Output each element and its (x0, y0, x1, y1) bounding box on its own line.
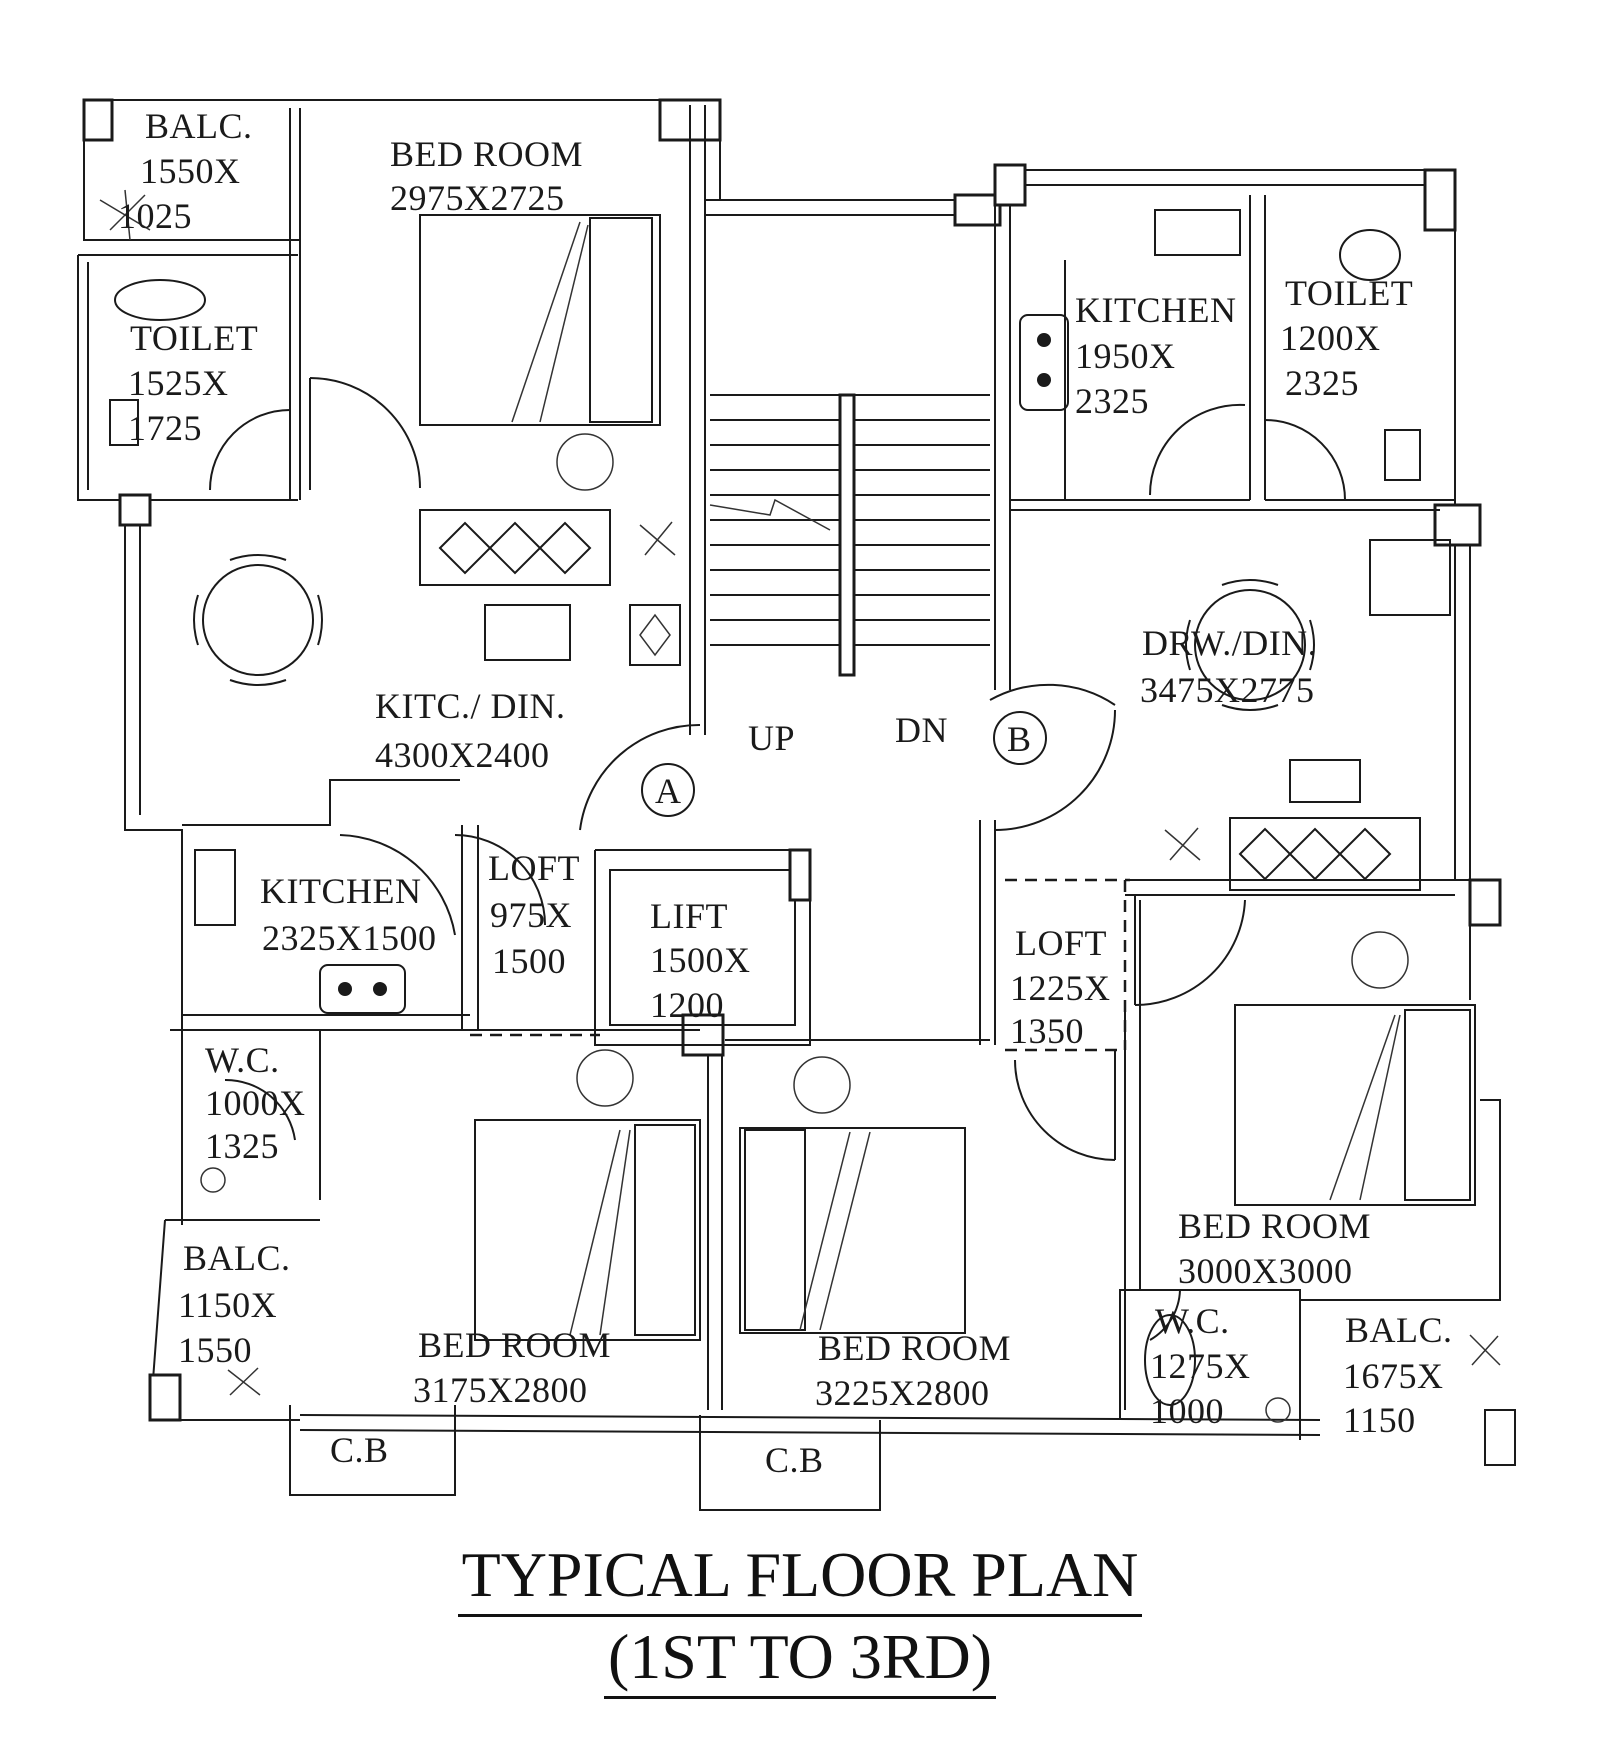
toilet-right-dim1: 1200X (1280, 318, 1381, 358)
lofts (470, 878, 1130, 1052)
stair-up-label: UP (748, 718, 795, 758)
balc-top-left-dim1: 1550X (140, 151, 241, 191)
bedroom-bottom-left-dims: 3175X2800 (413, 1370, 588, 1410)
bedroom-top-name: BED ROOM (390, 134, 583, 174)
kitchen-right-name: KITCHEN (1075, 290, 1236, 330)
kitchen-right-dim2: 2325 (1075, 381, 1149, 421)
wc-left-dim1: 1000X (205, 1083, 306, 1123)
toilet-left-dim2: 1725 (128, 408, 202, 448)
balc-top-left-dim2: 1025 (118, 196, 192, 236)
wc-right-dim1: 1275X (1150, 1346, 1251, 1386)
balc-bottom-right-dim1: 1675X (1343, 1356, 1444, 1396)
plan-subtitle: (1ST TO 3RD) (0, 1620, 1600, 1699)
toilet-right-name: TOILET (1285, 273, 1413, 313)
balc-bottom-left-dim2: 1550 (178, 1330, 252, 1370)
drw-din-name: DRW./DIN. (1142, 623, 1317, 663)
loft-right-name: LOFT (1015, 923, 1107, 963)
toilet-left-name: TOILET (130, 318, 258, 358)
lift-dim2: 1200 (650, 985, 724, 1025)
lift-dim1: 1500X (650, 940, 751, 980)
kitchen-right-dim1: 1950X (1075, 336, 1176, 376)
toilet-left-dim1: 1525X (128, 363, 229, 403)
plan-title-text: TYPICAL FLOOR PLAN (457, 1538, 1143, 1617)
wc-left-name: W.C. (205, 1040, 280, 1080)
lift-shaft (594, 848, 812, 1046)
bedroom-bottom-mid-dims: 3225X2800 (815, 1373, 990, 1413)
room-labels: BALC. 1550X 1025 BED ROOM 2975X2725 TOIL… (118, 106, 1453, 1480)
balc-bottom-right-name: BALC. (1345, 1310, 1453, 1350)
staircase (709, 393, 990, 677)
loft-left-dim1: 975X (490, 895, 572, 935)
wc-right-dim2: 1000 (1150, 1391, 1224, 1431)
balc-top-left-name: BALC. (145, 106, 253, 146)
marker-b: B (1007, 719, 1031, 759)
doors (209, 377, 1346, 1341)
loft-left-name: LOFT (488, 848, 580, 888)
balc-bottom-right-dim2: 1150 (1343, 1400, 1416, 1440)
drw-din-dims: 3475X2775 (1140, 670, 1315, 710)
bedroom-bottom-mid-name: BED ROOM (818, 1328, 1011, 1368)
kitchen-left-dims: 2325X1500 (262, 918, 437, 958)
bedroom-top-dims: 2975X2725 (390, 178, 565, 218)
plan-title: TYPICAL FLOOR PLAN (0, 1538, 1600, 1617)
toilet-right-dim2: 2325 (1285, 363, 1359, 403)
bedroom-bottom-left-name: BED ROOM (418, 1325, 611, 1365)
loft-right-dim1: 1225X (1010, 968, 1111, 1008)
walls (77, 98, 1502, 1511)
bedroom-right-name: BED ROOM (1178, 1206, 1371, 1246)
balc-bottom-left-name: BALC. (183, 1238, 291, 1278)
wc-left-dim2: 1325 (205, 1126, 279, 1166)
plan-subtitle-text: (1ST TO 3RD) (603, 1620, 997, 1699)
cb-right-label: C.B (765, 1440, 824, 1480)
balc-bottom-left-dim1: 1150X (178, 1285, 277, 1325)
bedroom-right-dims: 3000X3000 (1178, 1251, 1353, 1291)
kitchen-left-name: KITCHEN (260, 871, 421, 911)
kitc-din-dims: 4300X2400 (375, 735, 550, 775)
furniture (99, 189, 1516, 1466)
stair-dn-label: DN (895, 710, 948, 750)
wc-right-name: W.C. (1155, 1301, 1230, 1341)
loft-right-dim2: 1350 (1010, 1011, 1084, 1051)
kitc-din-name: KITC./ DIN. (375, 686, 565, 726)
lift-name: LIFT (650, 896, 728, 936)
marker-a: A (655, 771, 681, 811)
cb-left-label: C.B (330, 1430, 389, 1470)
loft-left-dim2: 1500 (492, 941, 566, 981)
